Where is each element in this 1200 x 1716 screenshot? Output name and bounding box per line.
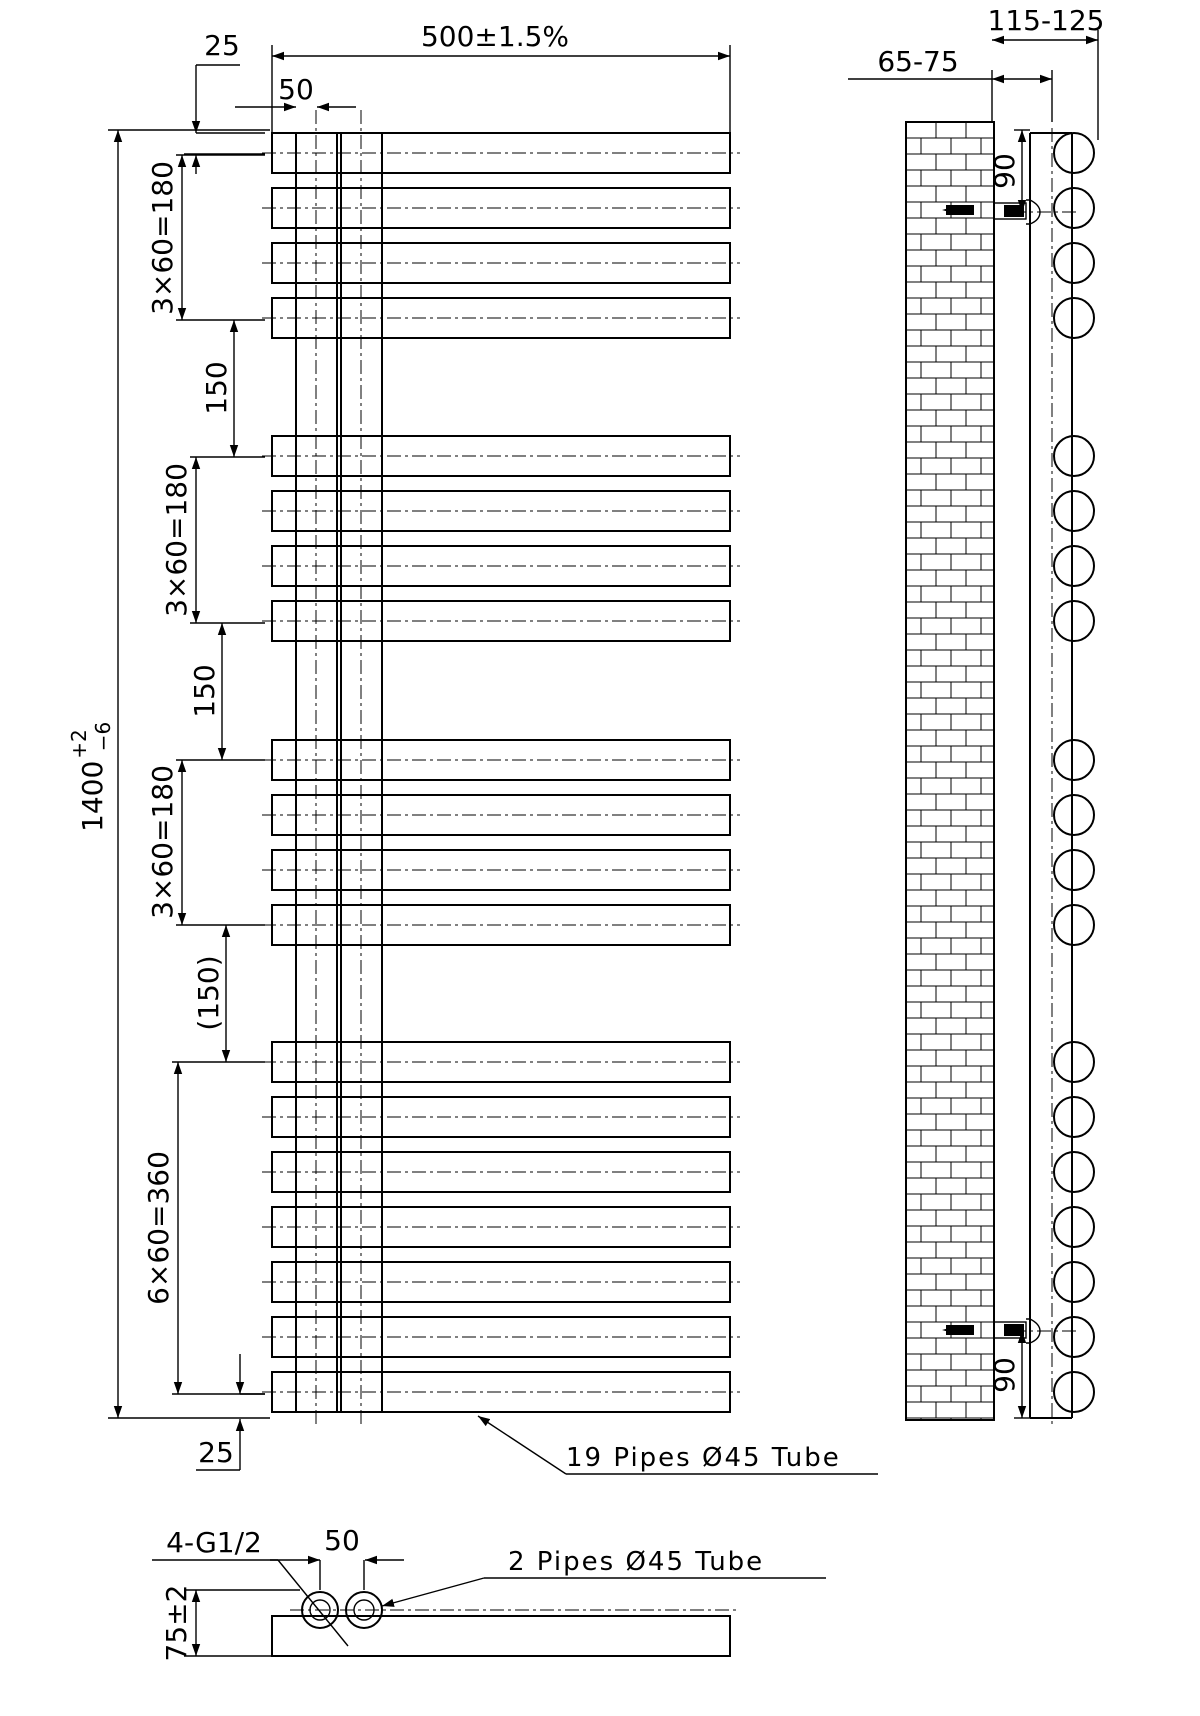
pipes-2-label: 2 Pipes Ø45 Tube: [508, 1547, 764, 1577]
tube-17: [262, 1261, 740, 1303]
side-tube-13: [1053, 1041, 1095, 1083]
tube-12: [262, 904, 740, 946]
side-tube-16: [1053, 1206, 1095, 1248]
plan-connections-label: 4-G1/2: [166, 1526, 262, 1559]
width-dimension: 500±1.5%: [421, 20, 569, 53]
plan-depth-dimension: 75±2: [160, 1585, 193, 1662]
side-tube-19: [1053, 1371, 1095, 1413]
front-view: [262, 110, 740, 1425]
tube-13: [262, 1041, 740, 1083]
side-tube-14: [1053, 1096, 1095, 1138]
side-tube-17: [1053, 1261, 1095, 1303]
tube-14: [262, 1096, 740, 1138]
wall: [905, 121, 995, 1421]
plan-tube: [271, 1615, 731, 1657]
gap-2-dimension: 150: [188, 664, 221, 717]
side-tube-4: [1053, 297, 1095, 339]
front-dimensions: 500±1.5% 50 25 1400+2−6 3×60=180 150 3×6…: [67, 20, 878, 1475]
side-tube-5: [1053, 435, 1095, 477]
tube-9: [262, 739, 740, 781]
tube-6: [262, 490, 740, 532]
tube-11: [262, 849, 740, 891]
tube-10: [262, 794, 740, 836]
side-tube-9: [1053, 739, 1095, 781]
plan-spacing-dimension: 50: [324, 1524, 360, 1557]
tube-4: [262, 297, 740, 339]
side-tube-18: [1053, 1316, 1095, 1358]
side-tube-7: [1053, 545, 1095, 587]
height-dimension: 1400+2−6: [67, 722, 115, 832]
side-tube-11: [1053, 849, 1095, 891]
tube-8: [262, 600, 740, 642]
brick-pattern: [906, 122, 994, 1420]
wall-inner-dimension: 65-75: [877, 45, 958, 78]
side-tube-15: [1053, 1151, 1095, 1193]
gap-1-dimension: 150: [200, 361, 233, 414]
wall-outer-dimension: 115-125: [988, 4, 1105, 37]
tube-5: [262, 435, 740, 477]
bracket-bottom-dimension: 90: [988, 1357, 1021, 1393]
bracket-bottom: [942, 1318, 1080, 1344]
pipe-spacing-dimension: 50: [278, 73, 314, 106]
gap-3-dimension: (150): [192, 955, 225, 1030]
group-2-dimension: 3×60=180: [160, 463, 193, 617]
tube-7: [262, 545, 740, 587]
side-tube-8: [1053, 600, 1095, 642]
bracket-top-dimension: 90: [988, 153, 1021, 189]
tube-15: [262, 1151, 740, 1193]
tube-2: [262, 187, 740, 229]
tube-3: [262, 242, 740, 284]
top-offset-dimension: 25: [204, 29, 240, 62]
side-tube-circles: [1053, 132, 1095, 1413]
tube-19: [262, 1371, 740, 1413]
side-tube-3: [1053, 242, 1095, 284]
side-view: 115-125 65-75 90 90: [848, 4, 1105, 1425]
side-tube-2: [1053, 187, 1095, 229]
bottom-offset-dimension: 25: [198, 1436, 234, 1469]
tube-16: [262, 1206, 740, 1248]
horizontal-tubes: [262, 132, 740, 1413]
tube-1: [262, 132, 740, 174]
side-collector: [1029, 128, 1073, 1425]
group-4-dimension: 6×60=360: [142, 1151, 175, 1305]
plan-view: 50 4-G1/2 2 Pipes Ø45 Tube 75±2: [152, 1524, 826, 1661]
side-tube-12: [1053, 904, 1095, 946]
side-tube-10: [1053, 794, 1095, 836]
group-3-dimension: 3×60=180: [146, 765, 179, 919]
tube-18: [262, 1316, 740, 1358]
side-tube-1: [1053, 132, 1095, 174]
vertical-pipes: [295, 110, 383, 1425]
group-1-dimension: 3×60=180: [146, 161, 179, 315]
side-tube-6: [1053, 490, 1095, 532]
pipes-19-label: 19 Pipes Ø45 Tube: [566, 1443, 841, 1473]
